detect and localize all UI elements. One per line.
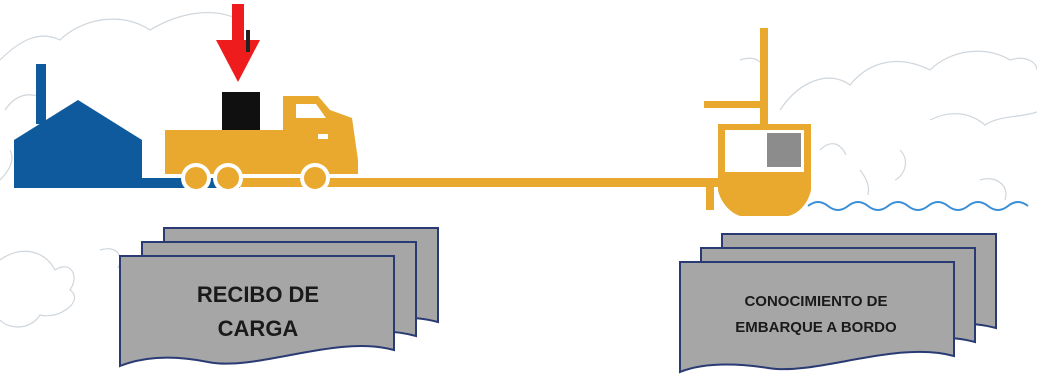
document-title-line: EMBARQUE A BORDO bbox=[735, 319, 897, 336]
truck-icon bbox=[165, 96, 358, 191]
document-title-line: RECIBO DE bbox=[197, 282, 319, 307]
water-wave-icon bbox=[808, 202, 1028, 210]
arrow-shadow bbox=[246, 30, 250, 52]
ship-icon bbox=[704, 28, 811, 216]
document-title-line: CARGA bbox=[218, 316, 299, 341]
crane-icon bbox=[760, 28, 768, 130]
document-stack-cargo-receipt: RECIBO DE CARGA bbox=[120, 228, 438, 366]
document-title-line: CONOCIMIENTO DE bbox=[744, 293, 887, 310]
cargo-box-icon bbox=[222, 92, 260, 130]
ship-cargo-box bbox=[767, 133, 801, 167]
document-stack-bill-of-lading: CONOCIMIENTO DE EMBARQUE A BORDO bbox=[680, 234, 996, 372]
down-arrow-icon bbox=[216, 4, 260, 82]
